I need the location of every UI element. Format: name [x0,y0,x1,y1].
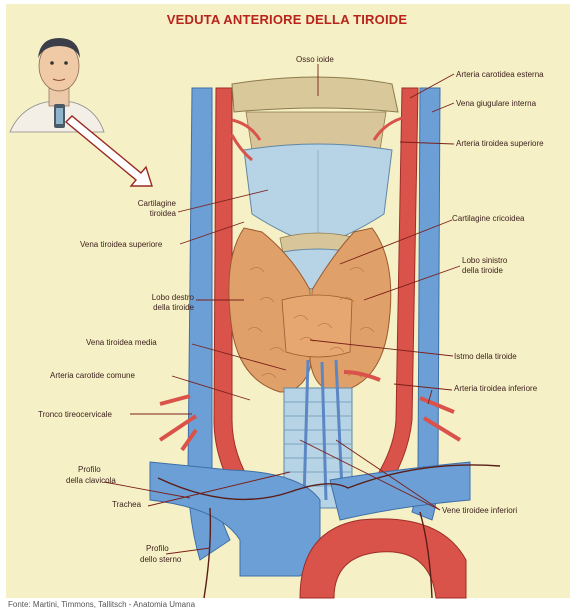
label-profilo-clavicola-line1: Profilo [78,465,101,474]
label-vena-giugulare-interna: Vena giugulare interna [456,99,536,108]
source-credit: Fonte: Martini, Timmons, Tallitsch - Ana… [8,600,195,609]
label-lobo-sinistro-line1: Lobo sinistro [462,256,507,265]
label-arteria-carotide-comune: Arteria carotide comune [50,371,135,380]
head-inset-icon [6,30,106,135]
label-cartilagine-cricoidea: Cartilagine cricoidea [452,214,524,223]
thyroid-isthmus [282,295,352,357]
label-tronco-tireocervicale: Tronco tireocervicale [38,410,112,419]
label-vena-tiroidea-media: Vena tiroidea media [86,338,157,347]
label-arteria-carotidea-esterna: Arteria carotidea esterna [456,70,544,79]
label-cartilagine-tiroidea-line1: Cartilagine [100,199,176,208]
hyoid-bone [232,77,398,112]
diagram-title: VEDUTA ANTERIORE DELLA TIROIDE [0,12,574,27]
label-profilo-clavicola-line2: della clavicola [66,476,116,485]
label-profilo-sterno-line2: dello sterno [140,555,181,564]
label-lobo-sinistro-line2: della tiroide [462,266,503,275]
label-arteria-tiroidea-superiore: Arteria tiroidea superiore [456,139,544,148]
label-lobo-destro-line2: della tiroide [110,303,194,312]
label-cartilagine-tiroidea-line2: tiroidea [100,209,176,218]
label-vene-tiroidee-inferiori: Vene tiroidee inferiori [442,506,517,515]
label-profilo-sterno-line1: Profilo [146,544,169,553]
label-istmo-tiroide: Istmo della tiroide [454,352,517,361]
label-arteria-tiroidea-inferiore: Arteria tiroidea inferiore [454,384,537,393]
label-osso-ioide: Osso ioide [296,55,334,64]
label-trachea: Trachea [112,500,141,509]
label-lobo-destro-line1: Lobo destro [110,293,194,302]
label-vena-tiroidea-superiore: Vena tiroidea superiore [80,240,162,249]
